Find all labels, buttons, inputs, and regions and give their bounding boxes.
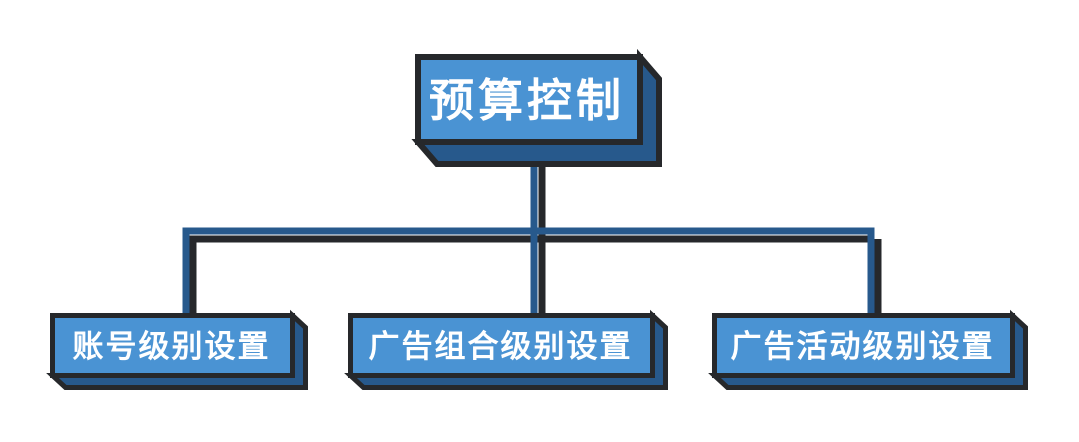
node-label: 广告活动级别设置 <box>731 329 995 364</box>
node-face <box>50 313 295 378</box>
node-portfolio-level: 广告组合级别设置 <box>344 309 668 390</box>
node-account-level: 账号级别设置 <box>46 309 308 390</box>
node-label: 广告组合级别设置 <box>369 329 633 364</box>
node-face <box>712 313 1015 378</box>
node-budget-control: 预算控制 <box>411 48 662 167</box>
connector-line <box>182 227 875 320</box>
node-face <box>415 54 643 145</box>
node-face <box>348 313 655 378</box>
connector-offset-line <box>189 235 869 320</box>
node-label: 账号级别设置 <box>73 329 271 364</box>
node-campaign-level: 广告活动级别设置 <box>708 309 1028 390</box>
connectors <box>182 150 882 320</box>
node-label: 预算控制 <box>429 75 625 126</box>
